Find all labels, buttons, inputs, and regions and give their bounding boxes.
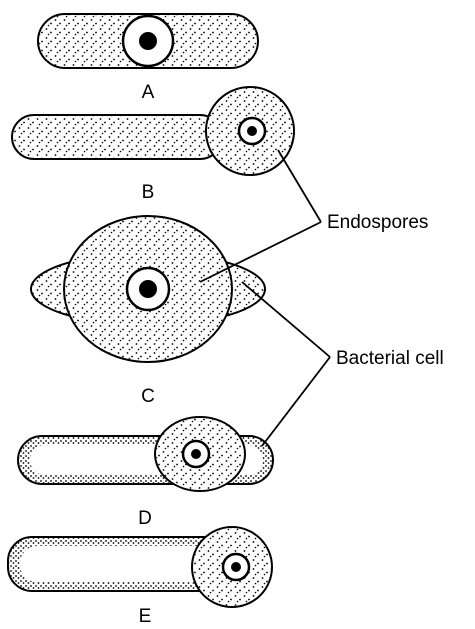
panel-label-e: E — [139, 606, 152, 627]
endospores-label: Endospores — [327, 212, 428, 233]
bacterial-cell-b — [12, 115, 222, 159]
bacterial-cell-leader-d — [262, 357, 330, 446]
panel-label-c: C — [141, 386, 155, 407]
spore-core-c — [139, 280, 157, 298]
spore-core-d — [191, 449, 201, 459]
panel-label-a: A — [142, 82, 155, 103]
cell-c — [31, 216, 265, 362]
spore-core-e — [231, 562, 241, 572]
cell-d — [18, 417, 273, 491]
cell-a — [38, 14, 258, 68]
endospores-leader-b — [278, 150, 321, 222]
spore-core-b — [247, 126, 257, 136]
cell-e — [8, 527, 272, 607]
bacterial-cell-leader-c — [242, 282, 330, 357]
panel-label-b: B — [142, 182, 155, 203]
bacterial-cell-label: Bacterial cell — [336, 348, 444, 369]
panel-label-d: D — [138, 508, 152, 529]
spore-core-a — [139, 32, 157, 50]
